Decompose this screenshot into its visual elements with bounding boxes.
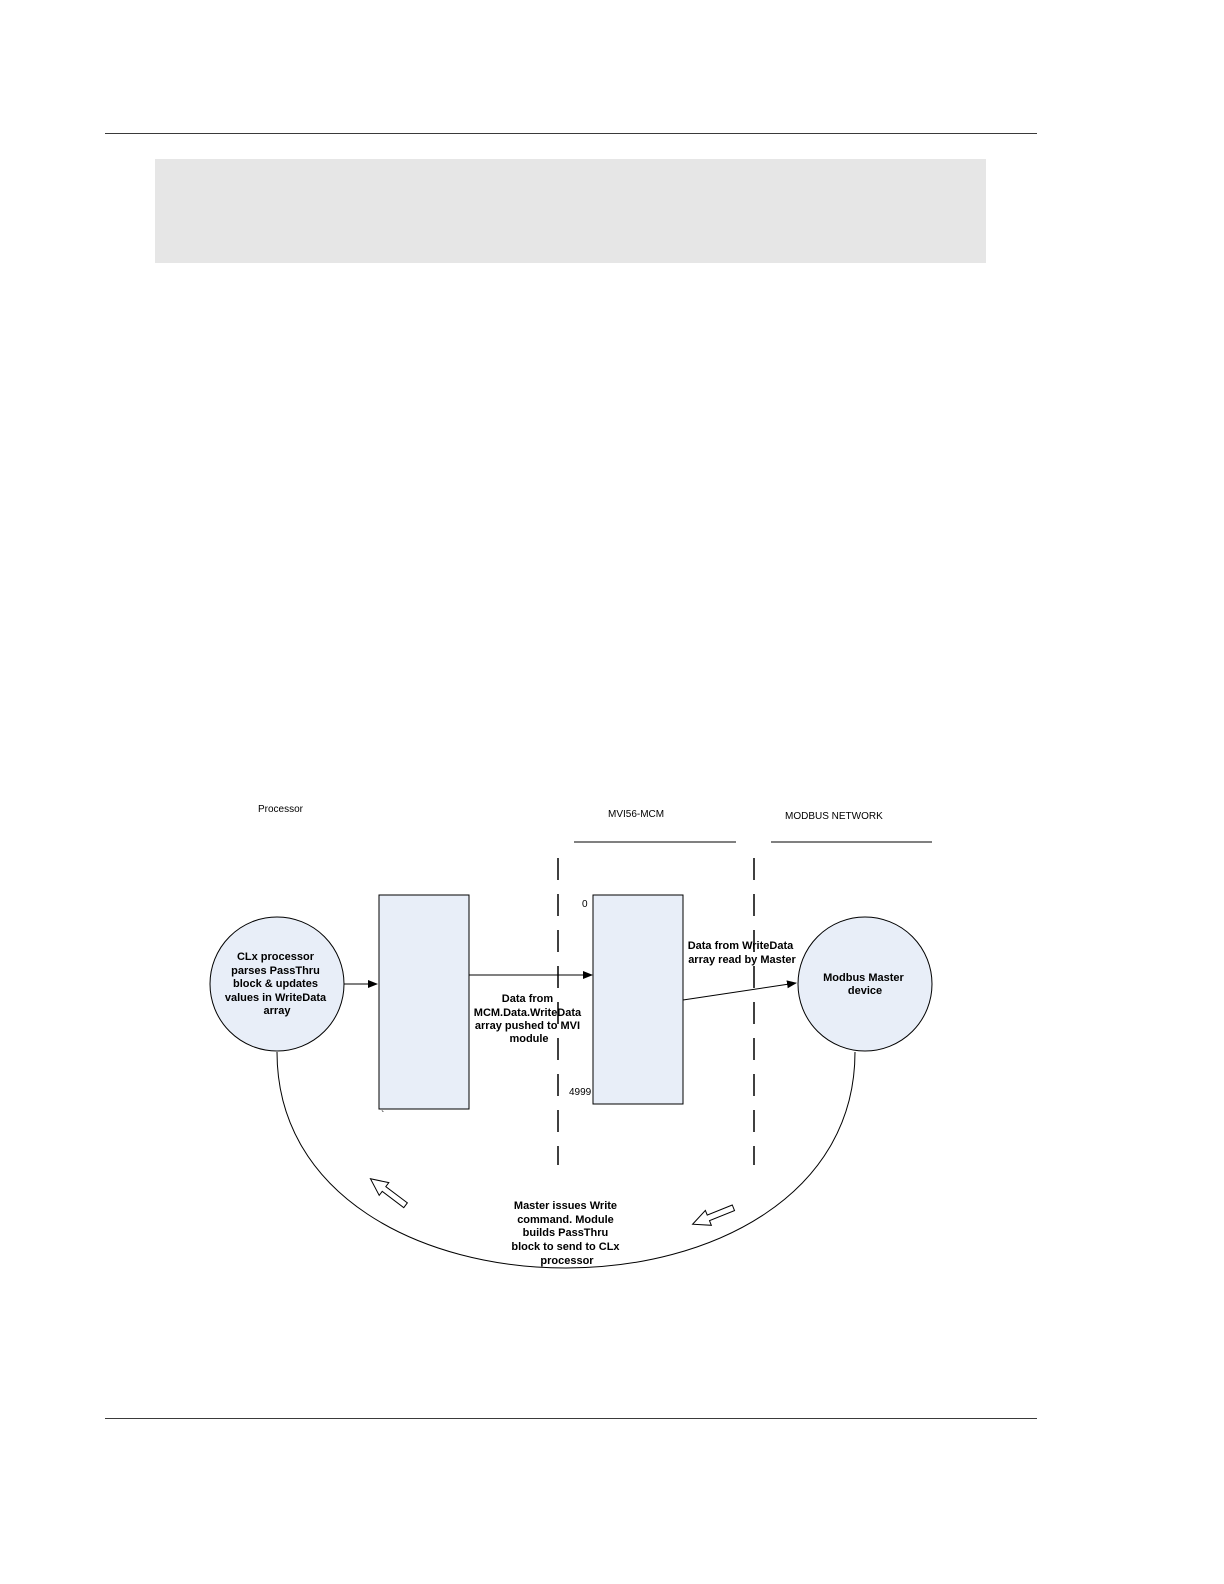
footer-rule <box>105 1418 1037 1419</box>
header-shaded-box <box>155 159 986 263</box>
array-index-end: 4999 <box>569 1087 592 1098</box>
clx-processor-text: CLx processor parses PassThru block & up… <box>225 951 329 1017</box>
module-column-label: MVI56-MCM <box>608 809 664 820</box>
read-by-master-text: Data from WriteData array read by Master <box>688 940 797 966</box>
processor-column-label: Processor <box>258 804 304 815</box>
arrow-module-to-master <box>682 980 797 1001</box>
array-index-start: 0 <box>582 899 588 910</box>
processor-writedata-array <box>378 894 470 1110</box>
network-column-label: MODBUS NETWORK <box>785 811 883 822</box>
push-to-module-text: Data from MCM.Data.WriteData array pushe… <box>474 993 584 1045</box>
write-command-text: Master issues Write command. Module buil… <box>511 1200 622 1267</box>
modbus-master-text: Modbus Master device <box>823 972 907 997</box>
module-writedata-array <box>592 894 684 1105</box>
return-arc-direction-arrow-right <box>691 1204 736 1226</box>
modbus-master-node <box>797 916 933 1052</box>
header-rule <box>105 133 1037 134</box>
return-arc <box>276 1051 856 1269</box>
stray-mark: ` <box>381 1109 384 1121</box>
return-arc-direction-arrow-left <box>369 1178 409 1209</box>
